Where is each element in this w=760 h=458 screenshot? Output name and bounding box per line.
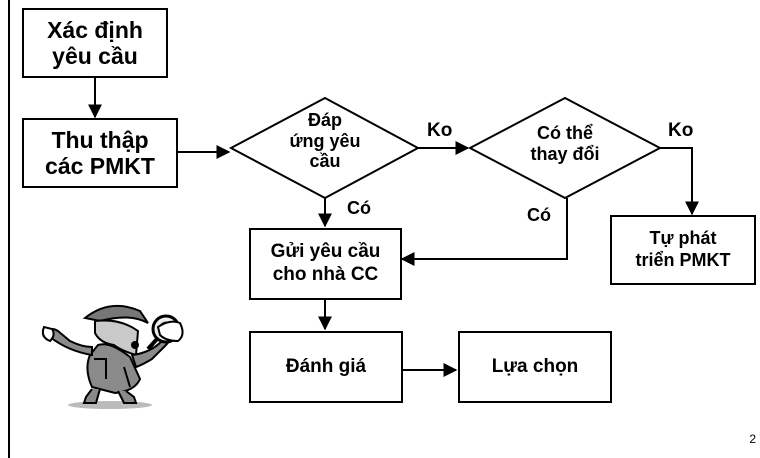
step-gui-yeu-cau: Gửi yêu cầu cho nhà CC: [249, 228, 402, 300]
decision-co-the-label: Có thể thay đổi: [530, 123, 600, 164]
step-tu-phat-trien: Tự phát triển PMKT: [610, 215, 756, 285]
label-ko-dap-ung: Ko: [427, 120, 453, 141]
step-lua-chon: Lựa chọn: [458, 331, 612, 403]
label-co-dap-ung: Có: [347, 198, 371, 218]
step-danh-gia: Đánh giá: [249, 331, 403, 403]
label-co-co-the: Có: [527, 205, 551, 225]
arrow-cothe-to-tuphattrien: [660, 147, 699, 216]
step-xac-dinh-yeu-cau: Xác định yêu cầu: [22, 8, 168, 78]
left-border-line: [8, 0, 10, 458]
arrow-cothe-to-guiyeucau: [400, 198, 568, 266]
page-number: 2: [749, 432, 756, 446]
decision-dap-ung-label: Đáp ứng yêu cầu: [289, 110, 361, 172]
label-ko-co-the: Ko: [668, 120, 694, 141]
step-thu-thap-pmkt: Thu thập các PMKT: [22, 118, 178, 188]
detective-with-magnifier-icon: [41, 304, 184, 409]
